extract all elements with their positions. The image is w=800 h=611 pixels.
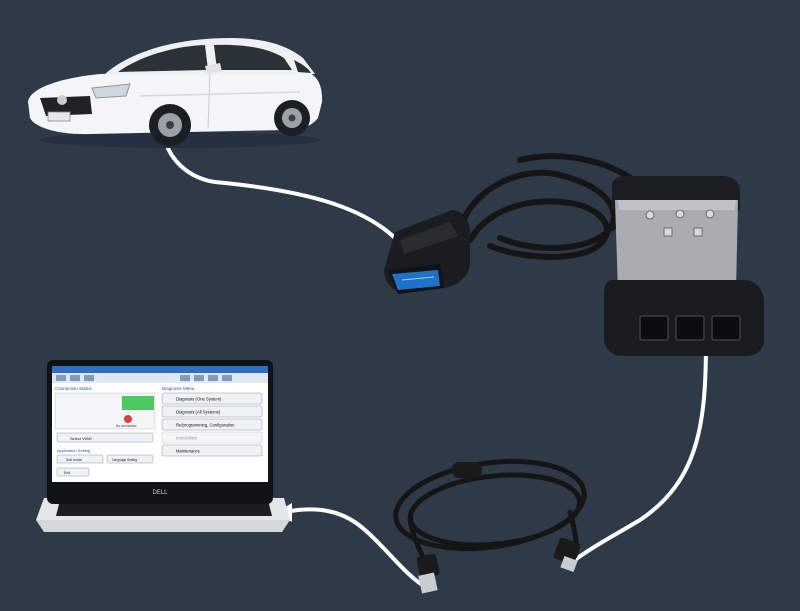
screen-exit: Exit (64, 471, 70, 475)
device-to-usb-cable (566, 338, 708, 567)
screen-menu-item: Diagnosis (One System) (176, 397, 222, 402)
screen-sub-mode: Sub mode (66, 458, 82, 462)
screen-menu-item: Maintenance (176, 449, 201, 454)
screen-language: Language Setting (112, 458, 137, 462)
usb-to-laptop-cable (283, 507, 429, 590)
screen-status-text: No connection (116, 424, 137, 428)
screen-menu-item: Immobilizer (176, 436, 198, 441)
usb-b-plug (553, 537, 581, 573)
car-image (28, 38, 323, 148)
screen-right-header: Diagnosis Menu (162, 386, 195, 391)
vci-device (604, 176, 764, 356)
screen-menu-item: Diagnosis (All Systems) (176, 410, 221, 415)
screen-settings-label: Application Setting (57, 448, 90, 453)
obd-connector (384, 210, 470, 294)
laptop: Connection Status No connection Select V… (36, 360, 290, 532)
screen-select-button: Select VI/MI (70, 436, 92, 441)
laptop-brand-logo: DELL (152, 490, 168, 496)
screen-menu-item: Re/programming, Configuration (176, 423, 235, 428)
usb-a-plug (416, 553, 440, 594)
ferrite-bead (452, 462, 482, 478)
screen-left-header: Connection Status (55, 386, 93, 391)
screen-menu: Diagnosis (One System) Diagnosis (All Sy… (161, 392, 263, 457)
